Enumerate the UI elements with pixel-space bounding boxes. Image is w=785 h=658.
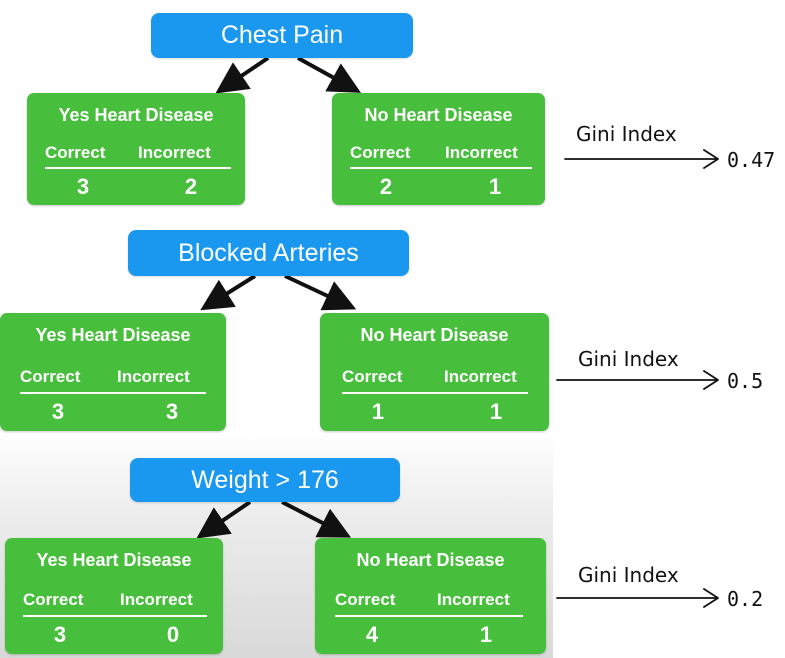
leaf-yes-heart-disease: Yes Heart Disease Correct Incorrect 3 3 <box>0 313 226 431</box>
gini-index-label: Gini Index <box>576 122 677 146</box>
incorrect-count: 3 <box>165 399 179 424</box>
incorrect-header: Incorrect <box>437 590 510 609</box>
leaf-yes-heart-disease: Yes Heart Disease Correct Incorrect 3 0 <box>5 538 223 654</box>
correct-header: Correct <box>20 367 81 386</box>
divider-line <box>45 167 231 169</box>
leaf-title: Yes Heart Disease <box>58 105 214 125</box>
leaf-title: No Heart Disease <box>356 550 505 570</box>
incorrect-header: Incorrect <box>445 143 518 162</box>
leaf-title: No Heart Disease <box>360 325 509 345</box>
root-node-label: Weight > 176 <box>191 465 339 494</box>
leaf-title: No Heart Disease <box>364 105 513 125</box>
gini-index-value: 0.2 <box>727 587 764 611</box>
divider-line <box>350 167 532 169</box>
gini-index-value: 0.47 <box>727 148 776 172</box>
incorrect-header: Incorrect <box>117 367 190 386</box>
leaf-title: Yes Heart Disease <box>36 550 192 570</box>
incorrect-count: 1 <box>488 174 502 199</box>
leaf-yes-heart-disease: Yes Heart Disease Correct Incorrect 3 2 <box>27 93 245 205</box>
correct-header: Correct <box>350 143 411 162</box>
correct-count: 1 <box>371 399 385 424</box>
incorrect-count: 2 <box>184 174 198 199</box>
correct-count: 3 <box>51 399 65 424</box>
correct-header: Correct <box>45 143 106 162</box>
root-node-blocked-arteries: Blocked Arteries <box>128 230 409 276</box>
incorrect-count: 1 <box>489 399 503 424</box>
gini-index-value: 0.5 <box>727 369 764 393</box>
divider-line <box>23 615 207 617</box>
correct-count: 3 <box>76 174 90 199</box>
correct-count: 2 <box>379 174 393 199</box>
leaf-no-heart-disease: No Heart Disease Correct Incorrect 1 1 <box>320 313 549 431</box>
gini-index-label: Gini Index <box>578 347 679 371</box>
divider-line <box>342 392 528 394</box>
root-node-label: Chest Pain <box>220 21 344 49</box>
root-node-label: Blocked Arteries <box>178 238 359 267</box>
gini-arrow-2 <box>556 370 719 390</box>
correct-count: 4 <box>365 622 379 647</box>
leaf-title: Yes Heart Disease <box>35 325 191 345</box>
incorrect-header: Incorrect <box>444 367 517 386</box>
correct-header: Correct <box>335 590 396 609</box>
gini-arrow-1 <box>564 149 719 169</box>
incorrect-count: 1 <box>479 622 493 647</box>
correct-header: Correct <box>342 367 403 386</box>
gini-arrow-3 <box>556 588 719 608</box>
divider-line <box>335 615 523 617</box>
divider-line <box>20 392 206 394</box>
leaf-no-heart-disease: No Heart Disease Correct Incorrect 2 1 <box>332 93 545 205</box>
correct-header: Correct <box>23 590 84 609</box>
incorrect-count: 0 <box>166 622 180 647</box>
root-node-chest-pain: Chest Pain <box>151 13 413 58</box>
root-node-weight: Weight > 176 <box>130 458 400 502</box>
correct-count: 3 <box>53 622 67 647</box>
incorrect-header: Incorrect <box>138 143 211 162</box>
gini-index-label: Gini Index <box>578 563 679 587</box>
leaf-no-heart-disease: No Heart Disease Correct Incorrect 4 1 <box>315 538 546 654</box>
incorrect-header: Incorrect <box>120 590 193 609</box>
